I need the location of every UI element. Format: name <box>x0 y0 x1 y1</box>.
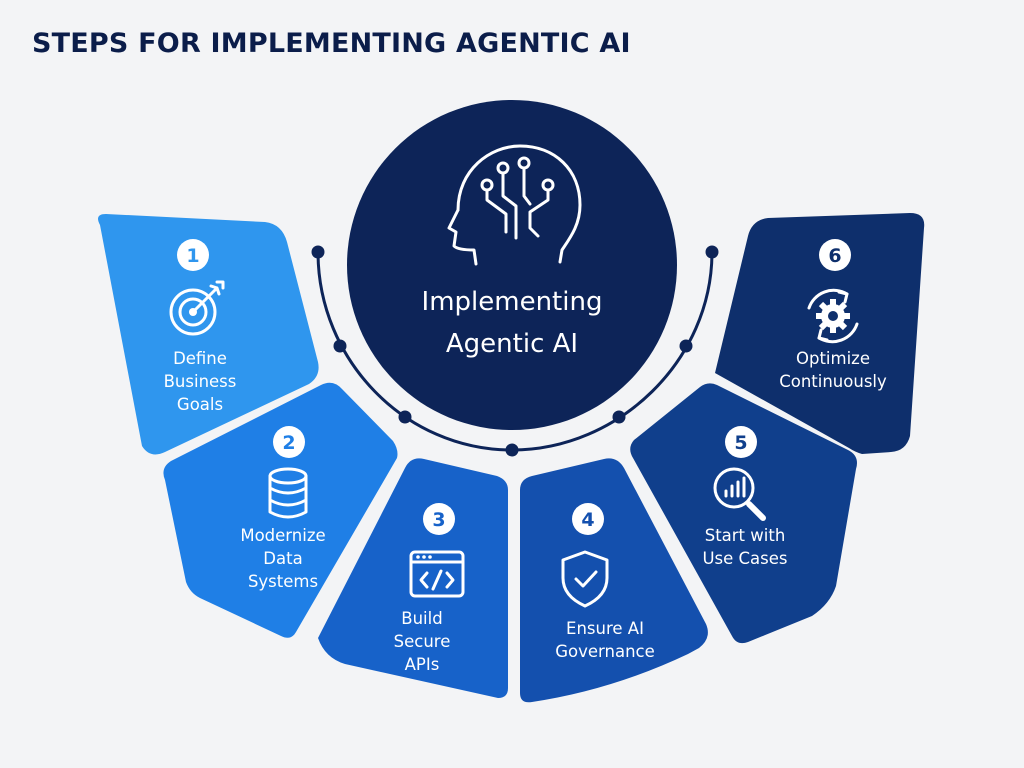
number-badge-circle <box>423 503 455 535</box>
step-label-line: Build <box>401 609 442 628</box>
step-label-line: Continuously <box>779 372 887 391</box>
arc-dot <box>398 410 412 424</box>
page-title: STEPS FOR IMPLEMENTING AGENTIC AI <box>32 28 631 59</box>
magnifier-chart-icon <box>713 467 766 521</box>
step-number: 6 <box>828 245 841 267</box>
step-label-line: Governance <box>555 642 655 661</box>
arc-dot <box>612 410 626 424</box>
shield-check-icon <box>561 550 609 608</box>
number-badge-circle <box>819 239 851 271</box>
step-1-number-badge: 1 <box>177 239 209 271</box>
center-circle <box>347 100 677 430</box>
step-number: 3 <box>432 509 445 531</box>
ai-head-circuit-icon <box>447 144 582 266</box>
step-label-line: Modernize <box>240 526 325 545</box>
number-badge-circle <box>273 426 305 458</box>
step-label-line: Start with <box>705 526 786 545</box>
number-badge-circle <box>572 503 604 535</box>
step-label-line: Systems <box>248 572 318 591</box>
arc-dot <box>705 245 719 259</box>
step-label-line: Data <box>263 549 302 568</box>
step-5-number-badge: 5 <box>725 426 757 458</box>
step-segments: 1DefineBusinessGoals2ModernizeDataSystem… <box>98 213 925 703</box>
step-3-number-badge: 3 <box>423 503 455 535</box>
step-label-line: Ensure AI <box>566 619 644 638</box>
step-number: 2 <box>282 432 295 454</box>
arc-dot <box>505 443 519 457</box>
step-label-line: APIs <box>405 655 440 674</box>
database-icon <box>268 467 308 519</box>
step-4-number-badge: 4 <box>572 503 604 535</box>
target-icon <box>169 280 225 336</box>
step-2-number-badge: 2 <box>273 426 305 458</box>
arc-dot <box>311 245 325 259</box>
number-badge-circle <box>725 426 757 458</box>
step-6-number-badge: 6 <box>819 239 851 271</box>
arc-dot <box>679 339 693 353</box>
center-hub: Implementing Agentic AI <box>347 100 677 430</box>
step-number: 5 <box>734 432 747 454</box>
step-2-shape <box>163 382 398 638</box>
step-5-shape <box>630 383 857 644</box>
step-number: 4 <box>581 509 594 531</box>
center-title-line2: Agentic AI <box>446 329 578 359</box>
arc-dot <box>333 339 347 353</box>
gear-cycle-icon <box>807 288 859 344</box>
step-label-line: Business <box>164 372 237 391</box>
connector-arc <box>311 245 719 457</box>
number-badge-circle <box>177 239 209 271</box>
arc-dots <box>311 245 719 457</box>
step-label-line: Secure <box>394 632 451 651</box>
step-label-line: Goals <box>177 395 223 414</box>
step-4-shape <box>520 458 708 703</box>
step-4-label: Ensure AI Governance <box>555 619 655 661</box>
step-1-shape <box>98 214 319 455</box>
center-title-line1: Implementing <box>422 287 603 317</box>
step-3-shape <box>318 458 508 698</box>
step-label-line: Use Cases <box>702 549 787 568</box>
code-window-icon <box>409 550 465 598</box>
step-label-line: Optimize <box>796 349 870 368</box>
step-number: 1 <box>186 245 199 267</box>
step-label-line: Define <box>173 349 227 368</box>
